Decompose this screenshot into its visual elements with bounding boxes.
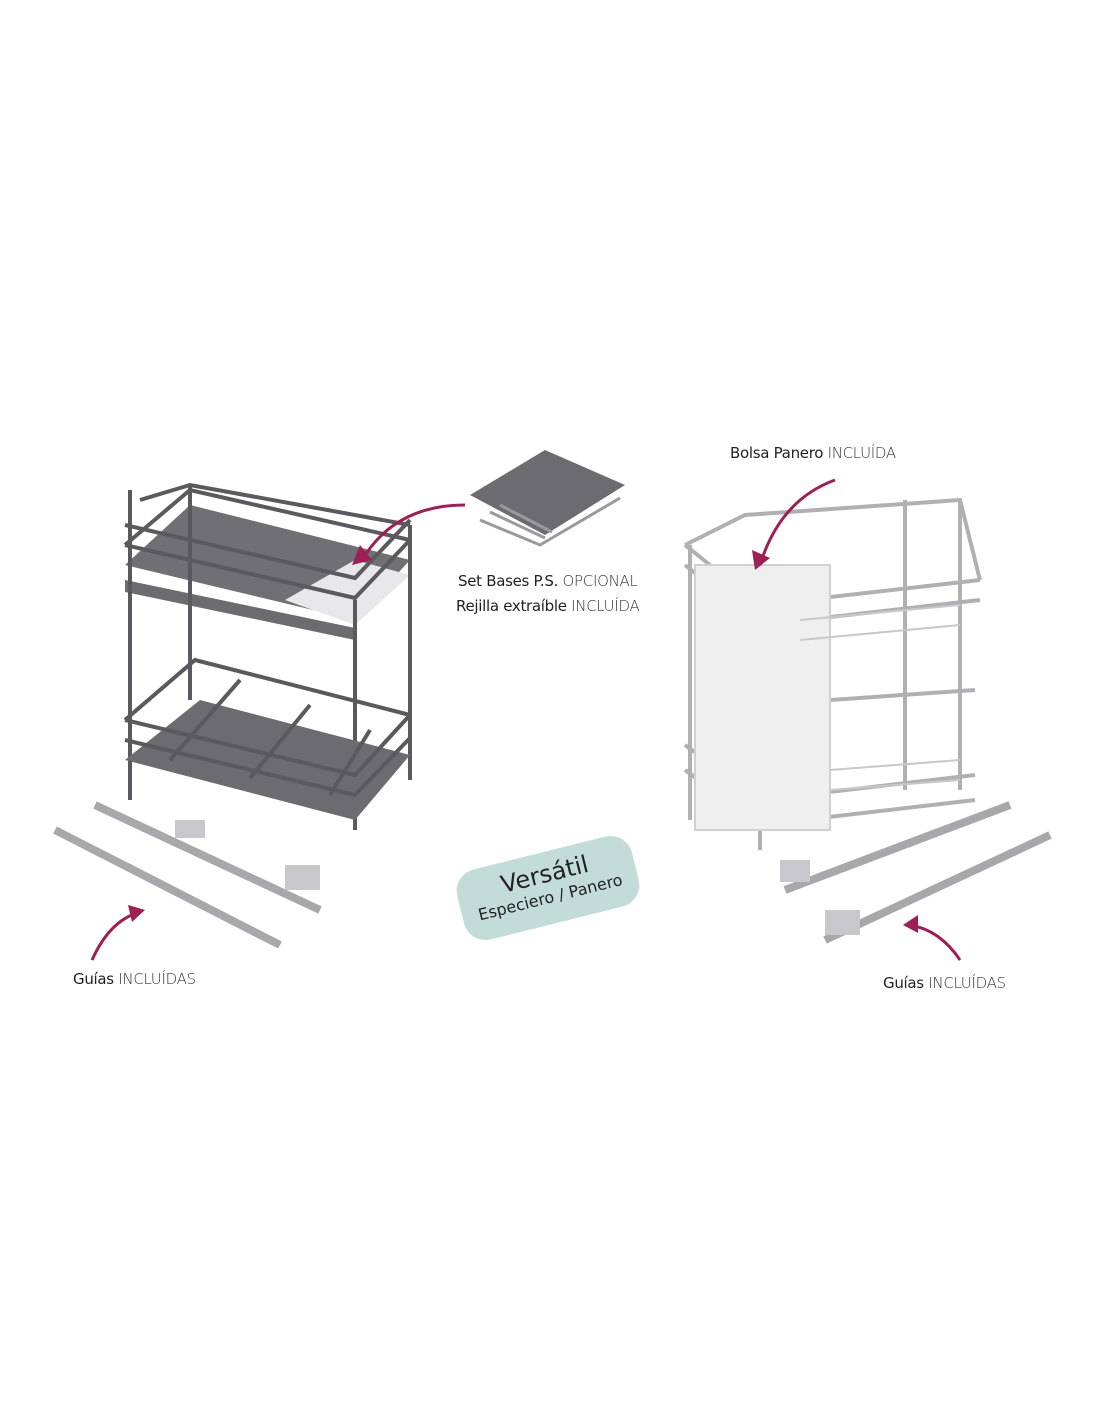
label-set-bases: Set Bases P.S. OPCIONAL (458, 572, 638, 590)
right-rails-image (780, 801, 1052, 944)
label-guias-left: Guías INCLUÍDAS (73, 970, 196, 988)
label-guias-right: Guías INCLUÍDAS (883, 974, 1006, 992)
arrow-to-bag-icon (758, 478, 836, 566)
left-rails-image (53, 801, 322, 949)
optional-base-image (470, 450, 625, 547)
label-bolsa-panero: Bolsa Panero INCLUÍDA (730, 444, 896, 462)
arrow-to-shelf-icon (360, 503, 466, 561)
left-basket-image (123, 482, 412, 830)
right-basket-image (683, 497, 982, 850)
arrow-icons (90, 478, 962, 961)
label-rejilla: Rejilla extraíble INCLUÍDA (456, 597, 640, 615)
